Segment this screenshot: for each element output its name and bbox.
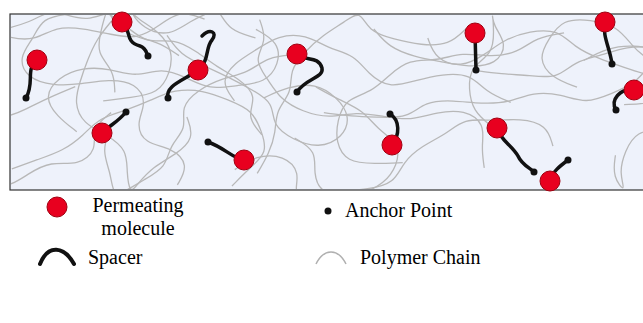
polymer-chain [12, 90, 265, 186]
polymer-chain [105, 55, 296, 189]
polymer-chain [11, 15, 75, 117]
polymer-chain [103, 15, 255, 101]
polymer-chain [614, 15, 643, 188]
polymer-chain [48, 29, 278, 131]
polymer-chain [428, 31, 643, 133]
polymer-chain [258, 20, 484, 168]
polymer-chain [584, 46, 643, 138]
legend-label: Permeating molecule [78, 194, 198, 240]
permeating-molecules [27, 12, 643, 191]
polymer-chain [542, 20, 643, 164]
anchor-points [23, 53, 620, 176]
legend-label: Anchor Point [345, 199, 452, 222]
polymer-chain [22, 15, 184, 185]
polymer-chain [337, 33, 564, 163]
polymer-chain [235, 87, 398, 189]
polymer-chain [324, 50, 643, 117]
legend-label: Polymer Chain [360, 246, 481, 269]
polymer-chains [11, 15, 643, 189]
polymer-chain [257, 15, 466, 173]
spacers [26, 22, 634, 181]
polymer-chain [76, 21, 190, 189]
legend-label: Spacer [88, 246, 142, 269]
polymer-chain [11, 15, 205, 50]
polymer-chain [295, 120, 553, 189]
polymer-chain [167, 35, 347, 145]
polymer-chain [474, 47, 643, 147]
